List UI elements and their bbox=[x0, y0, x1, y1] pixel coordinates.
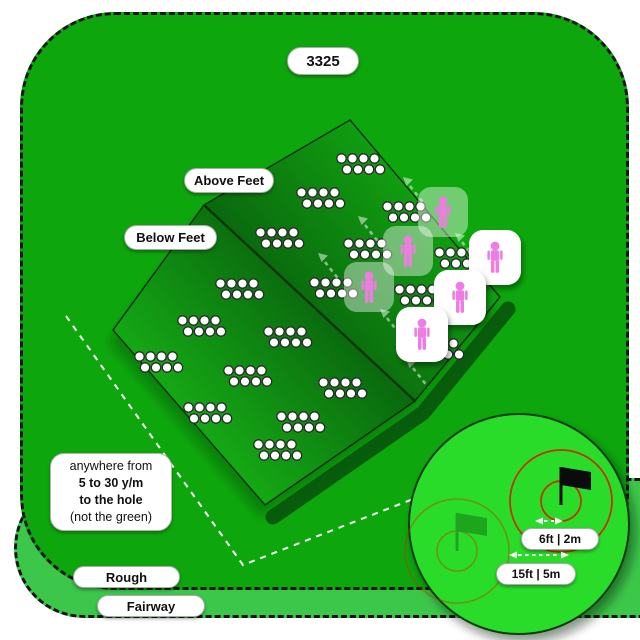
below-feet-label: Below Feet bbox=[124, 225, 217, 250]
rough-label: Rough bbox=[73, 566, 180, 588]
near-distance-label: 6ft | 2m bbox=[521, 528, 599, 550]
hole-distance-badge: 3325 bbox=[287, 47, 359, 75]
hole-distance-value: 3325 bbox=[306, 52, 340, 70]
far-distance-label: 15ft | 5m bbox=[496, 563, 576, 585]
note-line-4: (not the green) bbox=[70, 510, 152, 524]
note-line-3: to the hole bbox=[79, 493, 143, 507]
note-line-1: anywhere from bbox=[69, 459, 153, 473]
note-line-2: 5 to 30 y/m bbox=[78, 476, 144, 490]
drop-zone-note: anywhere from 5 to 30 y/m to the hole (n… bbox=[50, 453, 172, 531]
fairway-label: Fairway bbox=[97, 595, 205, 617]
above-feet-label: Above Feet bbox=[184, 168, 274, 193]
